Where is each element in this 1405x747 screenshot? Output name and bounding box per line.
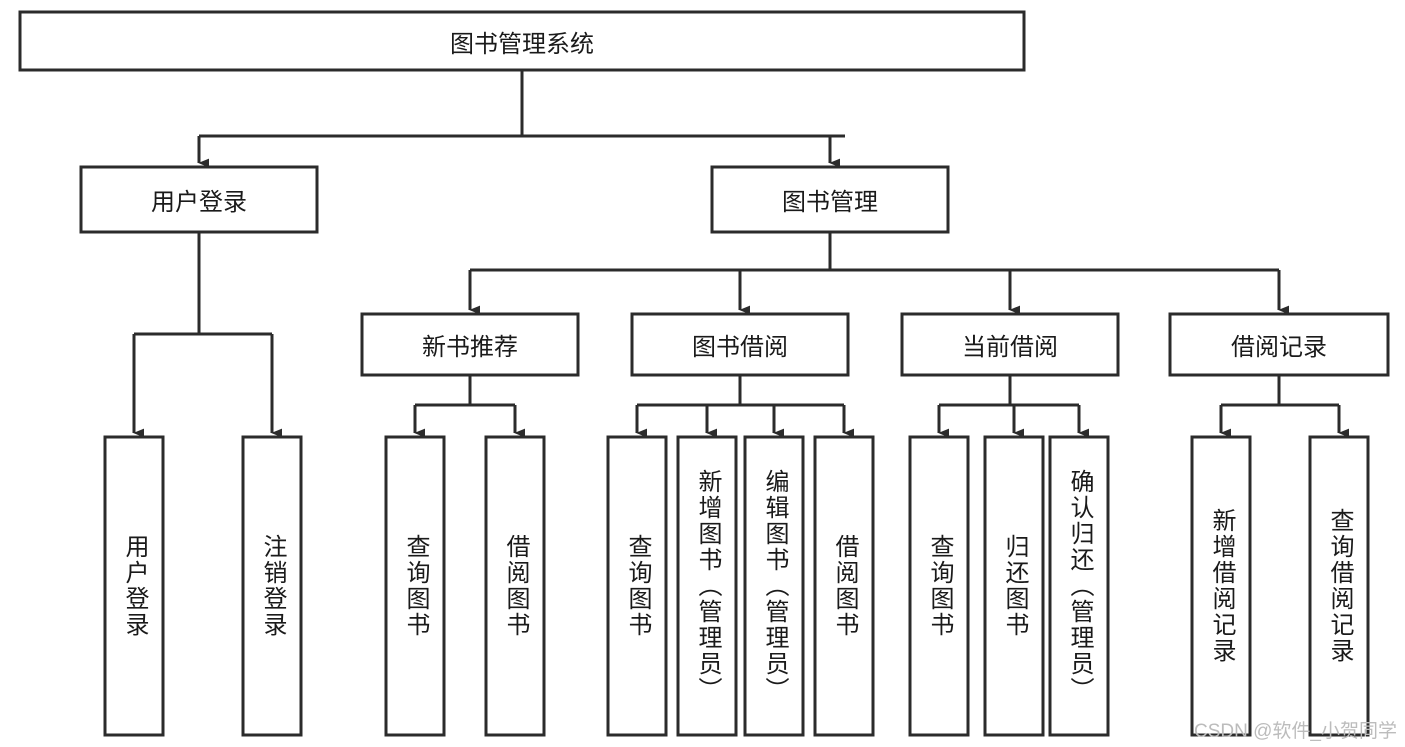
leaf-node-box[interactable] [1190, 435, 1252, 737]
connector-group-book-mgmt [468, 232, 1290, 315]
level2-node-box[interactable] [630, 312, 850, 377]
level2-node-box[interactable] [1168, 312, 1390, 377]
leaf-node-box[interactable] [1308, 435, 1370, 737]
leaf-node-box[interactable] [908, 435, 970, 737]
level2-node-box[interactable] [360, 312, 580, 377]
node-rectangles [18, 10, 1390, 737]
leaf-node-box[interactable] [1048, 435, 1110, 737]
level1-node-box[interactable] [710, 165, 950, 234]
connector-group-book-borrow [635, 375, 855, 438]
leaf-node-box[interactable] [484, 435, 546, 737]
leaf-node-box[interactable] [813, 435, 875, 737]
root-node-box[interactable] [18, 10, 1026, 72]
connector-group-current-borrow [937, 375, 1090, 438]
connector-group-root [197, 70, 845, 168]
level1-node-box[interactable] [79, 165, 319, 234]
leaf-node-box[interactable] [103, 435, 165, 737]
leaf-node-box[interactable] [241, 435, 303, 737]
leaf-node-box[interactable] [676, 435, 738, 737]
connector-group-new-book-rec [413, 375, 526, 438]
watermark-text: CSDN @软件_小贺同学 [1194, 721, 1397, 742]
leaf-node-box[interactable] [983, 435, 1045, 737]
connector-group-borrow-records [1219, 375, 1350, 438]
leaf-node-box[interactable] [384, 435, 446, 737]
leaf-node-box[interactable] [606, 435, 668, 737]
connector-group-user-login [132, 232, 283, 438]
leaf-node-box[interactable] [743, 435, 805, 737]
level2-node-box[interactable] [900, 312, 1120, 377]
